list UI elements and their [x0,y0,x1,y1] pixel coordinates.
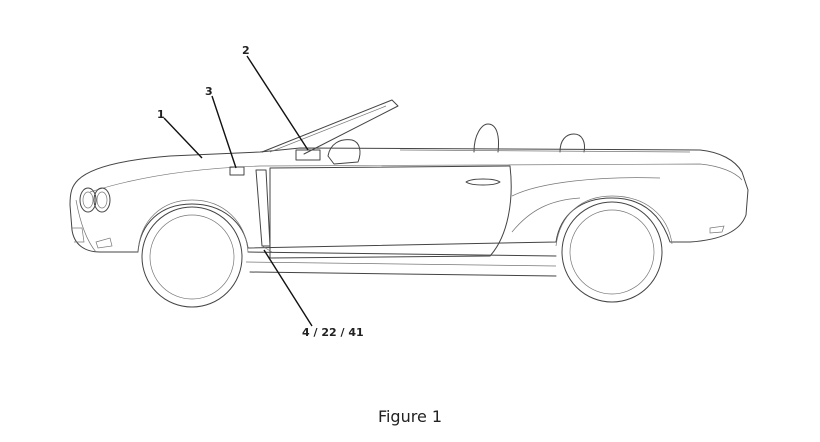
rear-wheel [561,201,663,303]
shoulder-line [89,163,743,193]
leader-lines [163,55,313,327]
reference-label-2: 2 [242,44,250,57]
front-wheel [141,206,243,308]
leader-line-3 [211,95,237,169]
headlight-outer [79,187,97,213]
front-headrest [473,123,499,153]
rear-headrest [559,133,585,153]
component-box [229,166,245,176]
reference-label-4: 4 / 22 / 41 [302,326,364,339]
rocker-sill [247,251,557,277]
lower-body-line [245,261,557,267]
front-fascia [72,199,97,253]
car-drawing [69,99,749,308]
figure-caption: Figure 1 [377,407,443,426]
windshield-frame [261,99,399,155]
side-mirror [327,139,361,165]
reference-label-1: 1 [157,108,165,121]
door-outline [269,165,512,259]
headlight-inner [93,187,111,213]
leader-line-4 [263,249,313,327]
reference-label-3: 3 [205,85,213,98]
leader-line-1 [163,117,203,159]
a-pillar [255,169,271,247]
car-body-outline [69,147,749,253]
door-handle [465,178,501,186]
leader-line-2 [246,55,309,151]
